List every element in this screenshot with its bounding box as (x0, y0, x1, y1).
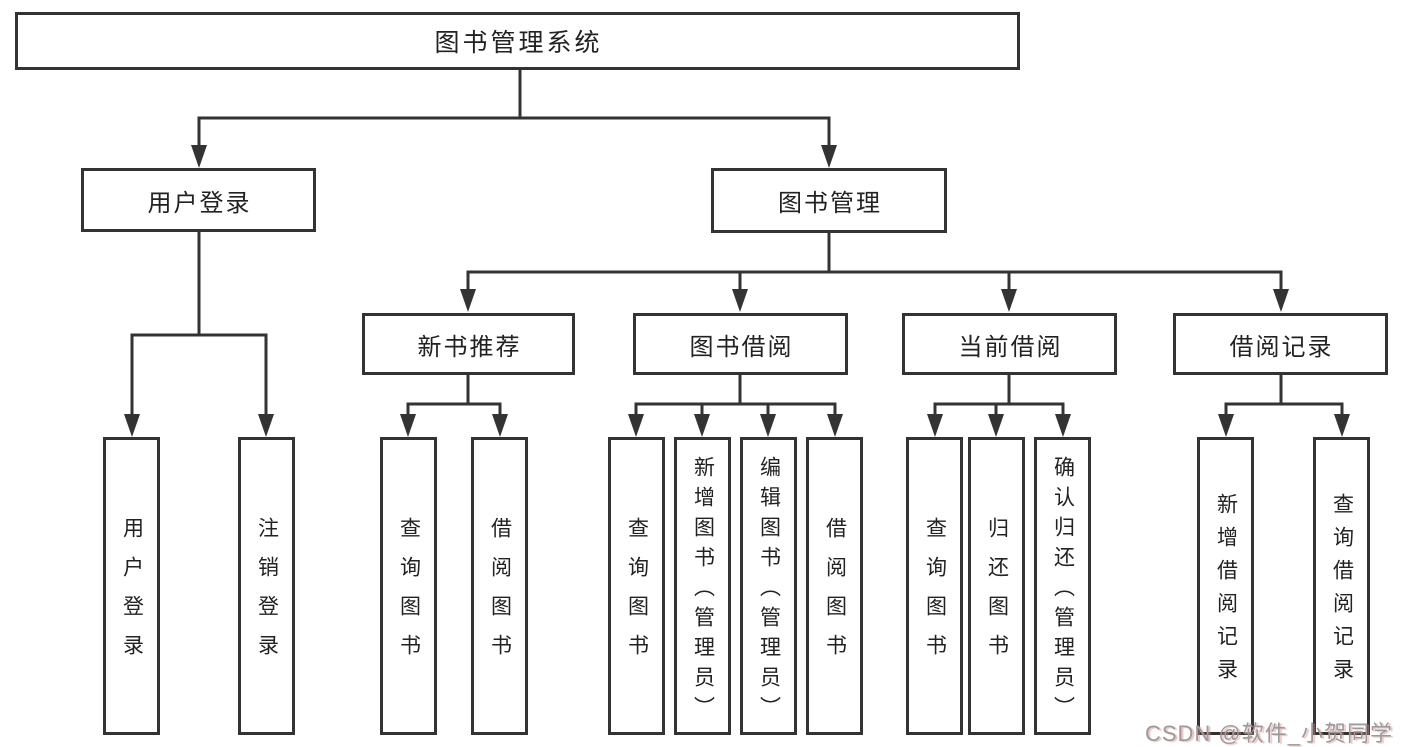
leaf-query-books-borrow: 查询图书 (608, 437, 665, 735)
node-label: 编辑图书（管理员） (757, 455, 781, 726)
node-book-borrowing: 图书借阅 (633, 313, 848, 375)
node-label: 查询借阅记录 (1330, 493, 1354, 691)
node-label: 注销登录 (255, 517, 279, 673)
node-label: 用户登录 (120, 517, 144, 673)
node-label: 借阅图书 (488, 517, 512, 673)
node-label: 借阅记录 (1229, 333, 1334, 361)
node-label: 借阅图书 (823, 517, 847, 673)
leaf-add-book-admin: 新增图书（管理员） (674, 437, 731, 735)
node-label: 新增图书（管理员） (691, 455, 715, 726)
node-label: 图书管理系统 (434, 29, 603, 57)
node-label: 图书借阅 (689, 333, 794, 361)
node-label: 新增借阅记录 (1214, 493, 1238, 691)
node-label: 图书管理 (778, 190, 882, 217)
node-label: 查询图书 (923, 517, 947, 673)
node-label: 用户登录 (147, 189, 252, 217)
leaf-user-login: 用户登录 (103, 437, 160, 735)
node-label: 查询图书 (625, 517, 649, 673)
leaf-edit-book-admin: 编辑图书（管理员） (740, 437, 797, 735)
node-book-management: 图书管理 (711, 168, 947, 233)
leaf-query-borrow-record: 查询借阅记录 (1313, 437, 1370, 735)
node-user-login: 用户登录 (81, 168, 316, 232)
node-new-book-recommendation: 新书推荐 (362, 313, 575, 375)
leaf-borrow-books-recommend: 借阅图书 (471, 437, 528, 735)
leaf-add-borrow-record: 新增借阅记录 (1197, 437, 1254, 735)
leaf-logout-login: 注销登录 (238, 437, 295, 735)
leaf-confirm-return-admin: 确认归还（管理员） (1034, 437, 1091, 735)
leaf-return-book: 归还图书 (968, 437, 1025, 735)
leaf-query-books-recommend: 查询图书 (380, 437, 437, 735)
node-label: 确认归还（管理员） (1051, 455, 1075, 726)
node-library-management-system: 图书管理系统 (15, 12, 1020, 70)
watermark: CSDN @软件_小贺同学 (1144, 721, 1393, 746)
leaf-borrow-books: 借阅图书 (806, 437, 863, 735)
node-current-borrowing: 当前借阅 (902, 313, 1117, 375)
leaf-query-books-current: 查询图书 (906, 437, 963, 735)
node-label: 当前借阅 (958, 333, 1063, 361)
node-label: 新书推荐 (417, 333, 522, 361)
node-borrowing-records: 借阅记录 (1173, 313, 1388, 375)
node-label: 归还图书 (985, 517, 1009, 673)
node-label: 查询图书 (397, 517, 421, 673)
